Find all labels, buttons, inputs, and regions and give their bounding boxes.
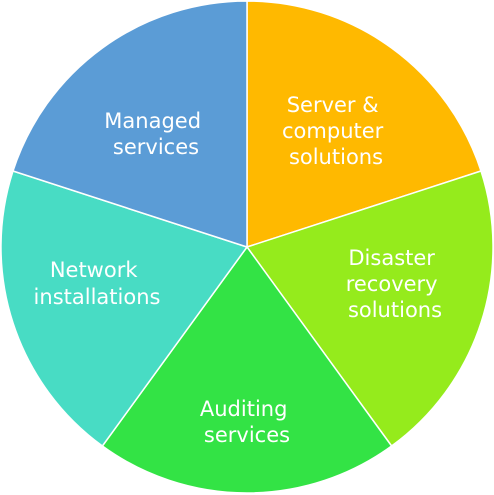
segment-server-wedge — [246, 0, 482, 249]
segment-server-label: Server & computer solutions — [282, 93, 390, 169]
segment-managed-wedge — [12, 0, 248, 249]
segment-auditing[interactable]: Auditing services — [101, 245, 393, 494]
segment-disaster-label: Disaster recovery solutions — [346, 246, 445, 322]
segment-managed[interactable]: Managed services — [12, 0, 248, 249]
segment-disaster-wedge — [245, 170, 494, 448]
segment-network[interactable]: Network installations — [0, 170, 249, 448]
segment-auditing-label: Auditing services — [200, 397, 294, 447]
segment-managed-label: Managed services — [104, 109, 207, 159]
segment-server[interactable]: Server & computer solutions — [246, 0, 482, 249]
segment-network-wedge — [0, 170, 249, 448]
segment-auditing-wedge — [101, 245, 393, 494]
segment-disaster[interactable]: Disaster recovery solutions — [245, 170, 494, 448]
segment-network-label: Network installations — [34, 258, 161, 309]
